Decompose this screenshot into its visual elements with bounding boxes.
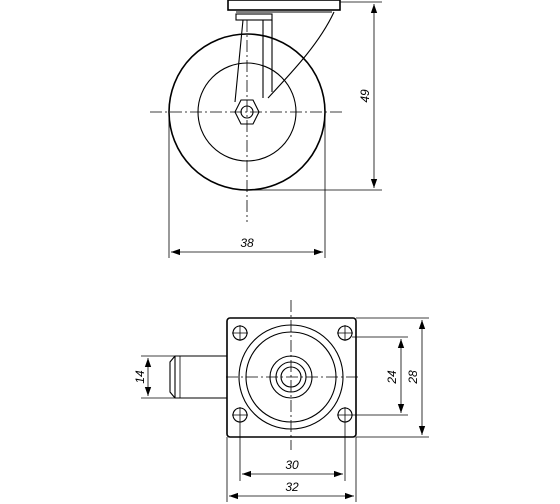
fork-leg-left: [234, 19, 244, 103]
wheel-projection: [169, 355, 227, 399]
mounting-plate: [226, 317, 357, 438]
swivel-bearing: [235, 13, 273, 21]
side-view: 49 38: [150, 0, 382, 258]
top-view: 14 24 28 30 32: [133, 300, 429, 502]
hole-spacing-horizontal-dimension-label: 30: [285, 458, 299, 472]
wheel-diameter-dimension-label: 38: [240, 236, 254, 250]
plate-height-dimension-label: 28: [406, 370, 420, 385]
bracket-width-dimension-label: 14: [133, 370, 147, 384]
hole-spacing-vertical-dimension-label: 24: [385, 370, 399, 385]
hole-center-marks: [232, 325, 353, 423]
height-dimension-label: 49: [358, 89, 372, 103]
top-plate: [227, 0, 341, 11]
plate-width-dimension-label: 32: [285, 480, 299, 494]
fork-curve: [267, 11, 335, 99]
